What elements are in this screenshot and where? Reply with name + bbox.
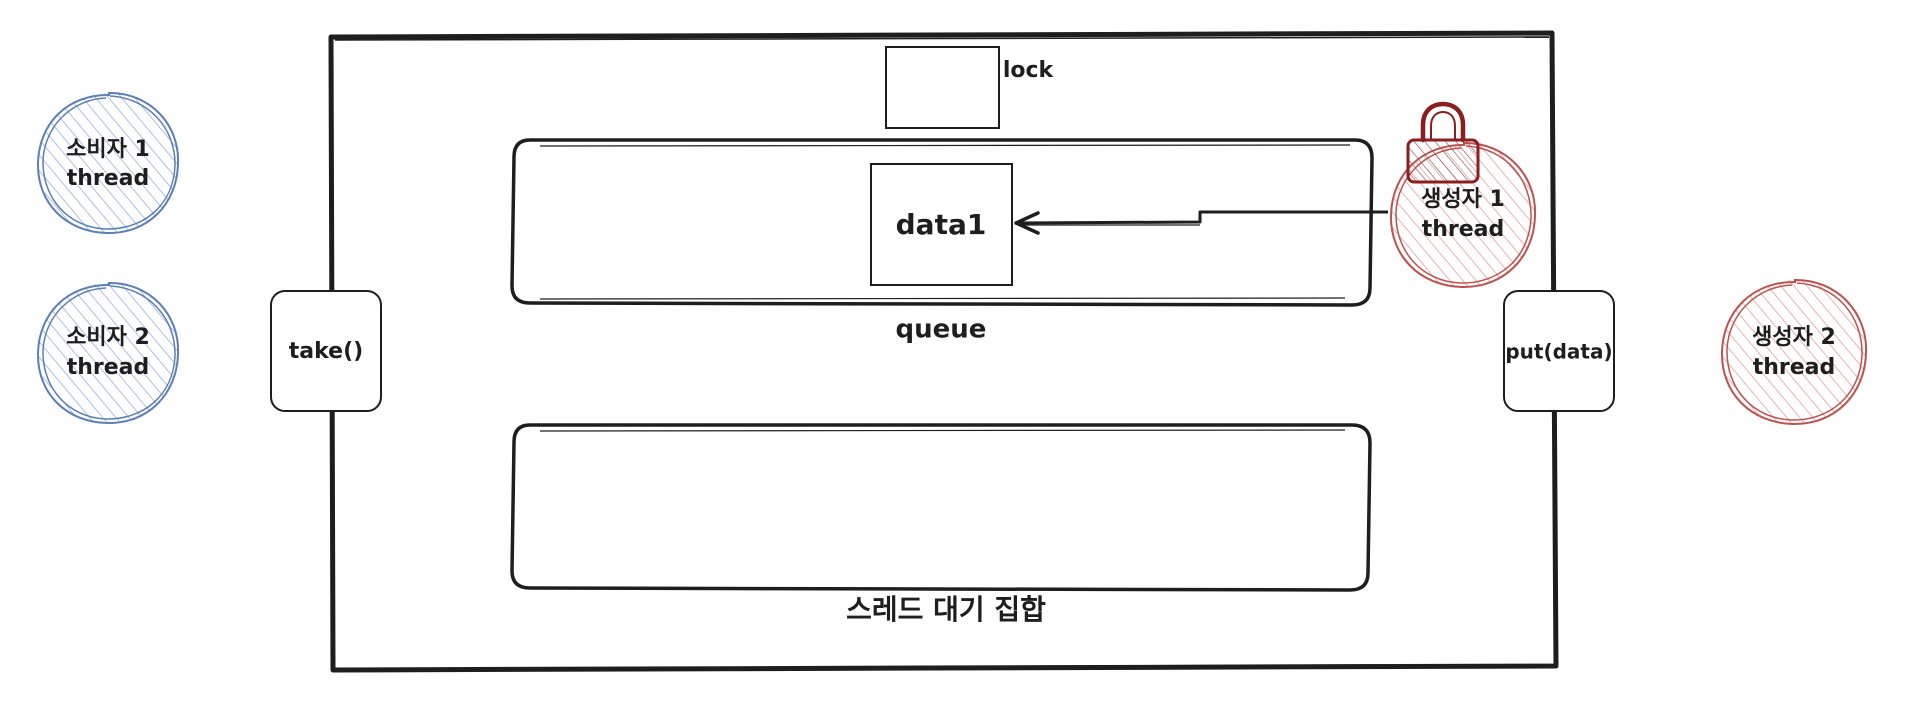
producer-1-name: 생성자 1 bbox=[1421, 187, 1505, 212]
consumer-thread-1 bbox=[36, 91, 180, 235]
queue-item-data1 bbox=[870, 163, 1013, 286]
wait-set-box bbox=[510, 423, 1372, 592]
padlock-icon bbox=[1406, 101, 1480, 184]
blocking-queue-container bbox=[328, 30, 1559, 673]
producer-thread-2 bbox=[1720, 278, 1868, 426]
consumer-1-name: 소비자 1 bbox=[66, 137, 150, 162]
consumer-2-type: thread bbox=[67, 355, 150, 380]
consumer-2-name: 소비자 2 bbox=[66, 325, 150, 350]
producer-1-type: thread bbox=[1422, 217, 1505, 242]
queue-label: queue bbox=[896, 315, 987, 345]
take-method-box bbox=[270, 290, 382, 412]
queue-item-label: data1 bbox=[896, 208, 987, 241]
put-method-label: put(data) bbox=[1505, 340, 1612, 364]
consumer-thread-2 bbox=[36, 281, 180, 425]
put-method-box bbox=[1503, 290, 1615, 412]
take-method-label: take() bbox=[289, 339, 363, 364]
consumer-1-type: thread bbox=[67, 166, 150, 191]
lock-box bbox=[885, 46, 1000, 129]
producer-2-name: 생성자 2 bbox=[1752, 325, 1836, 350]
wait-set-label: 스레드 대기 집합 bbox=[846, 593, 1046, 626]
lock-label: lock bbox=[1003, 58, 1055, 83]
arrow-left-icon bbox=[1014, 210, 1388, 235]
producer-2-type: thread bbox=[1753, 355, 1836, 380]
queue-box bbox=[510, 138, 1374, 307]
